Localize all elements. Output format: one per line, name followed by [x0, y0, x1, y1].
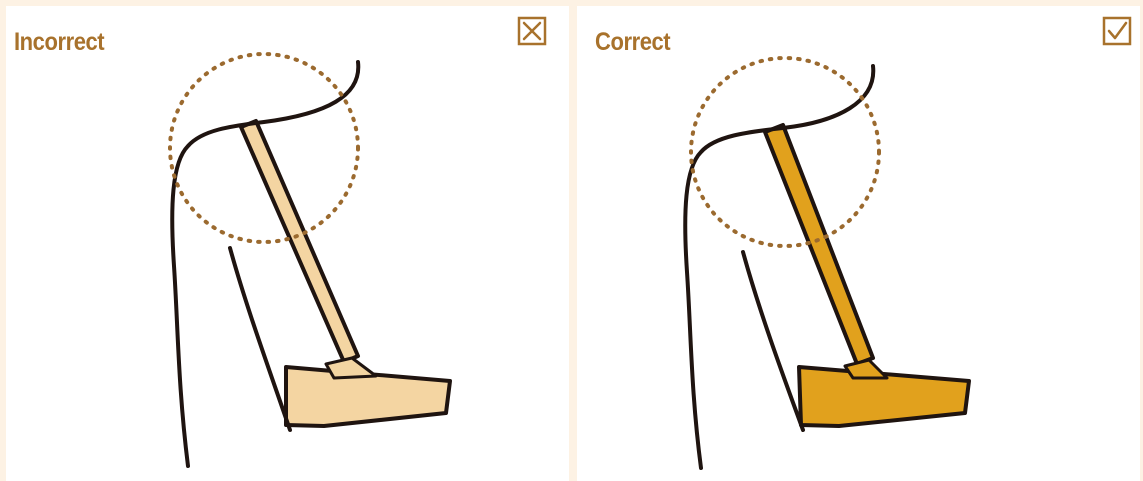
torso-outline: [743, 252, 803, 430]
strap-fitting: [326, 358, 376, 378]
checkmark-box-icon: [1102, 16, 1132, 46]
strap-fitting: [845, 360, 887, 378]
incorrect-panel: Incorrect: [6, 6, 569, 481]
torso-outline: [230, 248, 290, 430]
correct-label: Correct: [595, 28, 670, 57]
correct-panel: Correct: [577, 6, 1140, 481]
incorrect-label: Incorrect: [14, 28, 104, 57]
correct-strap-illustration: [577, 6, 1140, 481]
x-mark-box-icon: [517, 16, 547, 46]
incorrect-strap-illustration: [6, 6, 569, 481]
